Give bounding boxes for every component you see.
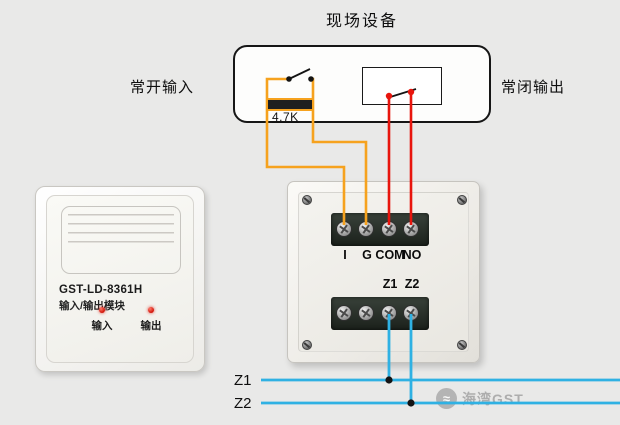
gst-logo-icon: ≈ xyxy=(436,388,457,409)
output-led-label: 输出 xyxy=(140,320,162,332)
input-led-label: 输入 xyxy=(91,320,113,332)
module-vent-panel xyxy=(61,206,181,274)
terminal-strip-top xyxy=(331,213,429,246)
terminal-screw-COM-icon xyxy=(381,221,397,237)
module-vent-grooves xyxy=(68,214,174,248)
normally-closed-output-label: 常闭输出 xyxy=(501,79,566,96)
terminal-screw-icon xyxy=(358,305,374,321)
terminal-screw-icon xyxy=(336,305,352,321)
terminal-label-Z2: Z2 xyxy=(404,277,420,291)
panel-screw-icon xyxy=(457,195,467,205)
terminal-label-Z1: Z1 xyxy=(382,277,398,291)
brand-watermark: ≈ 海湾GST xyxy=(436,388,524,409)
z2-junction-dot xyxy=(407,399,415,407)
terminal-label-G: G xyxy=(362,248,372,262)
field-device-title: 现场设备 xyxy=(325,13,398,30)
terminal-screw-NO-icon xyxy=(403,221,419,237)
brand-watermark-text: 海湾GST xyxy=(462,390,524,407)
z1-bus-label: Z1 xyxy=(234,372,252,389)
io-module-photo: GST-LD-8361H 输入/输出模块 输入 输出 xyxy=(35,186,205,372)
panel-screw-icon xyxy=(302,340,312,350)
terminal-screw-Z1-icon xyxy=(381,305,397,321)
terminal-strip-bottom xyxy=(331,297,429,330)
terminal-label-I: I xyxy=(343,248,347,262)
module-model-label: GST-LD-8361H xyxy=(59,284,143,296)
output-led-icon xyxy=(148,307,154,313)
normally-open-input-label: 常开输入 xyxy=(130,79,195,96)
input-led-icon xyxy=(99,307,105,313)
nc-contact-box xyxy=(362,67,442,105)
z2-bus-label: Z2 xyxy=(234,395,252,412)
panel-screw-icon xyxy=(457,340,467,350)
module-type-label: 输入/输出模块 xyxy=(59,300,125,312)
io-module-faceplate: GST-LD-8361H 输入/输出模块 输入 输出 xyxy=(46,195,194,363)
z1-junction-dot xyxy=(385,376,393,384)
resistor-value-label: 4.7K xyxy=(272,110,299,124)
terminal-screw-I-icon xyxy=(336,221,352,237)
terminal-label-NO: NO xyxy=(402,248,422,262)
terminal-label-COM: COM xyxy=(375,248,405,262)
module-terminal-panel: I G COM NO Z1 Z2 xyxy=(287,181,480,363)
terminal-screw-G-icon xyxy=(358,221,374,237)
panel-screw-icon xyxy=(302,195,312,205)
terminal-screw-Z2-icon xyxy=(403,305,419,321)
